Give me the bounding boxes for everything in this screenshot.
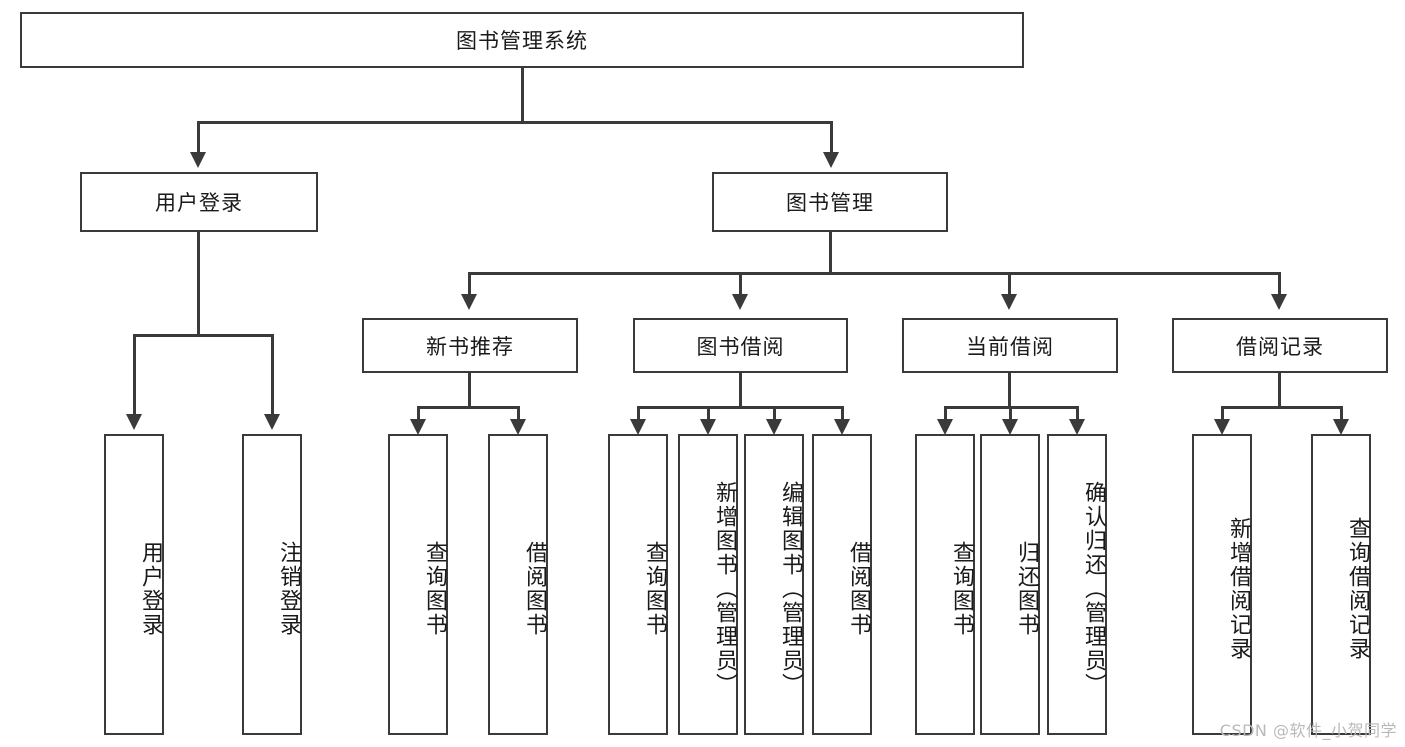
node-borrow-record[interactable]: 借阅记录 (1172, 318, 1388, 373)
node-book-borrow[interactable]: 图书借阅 (633, 318, 848, 373)
leaf-current-borrow-confirm-return[interactable]: 确认归还（管理员） (1047, 434, 1107, 735)
leaf-book-borrow-query[interactable]: 查询图书 (608, 434, 668, 735)
node-label: 新书推荐 (426, 334, 514, 359)
connector-user-login-bus (133, 334, 273, 337)
connector-borrow-record-to-leaf-2 (1340, 406, 1343, 421)
node-label: 借阅记录 (1236, 334, 1324, 359)
arrowhead-user-login-to-leaf-2 (264, 414, 280, 430)
connector-book-borrow-to-leaf-3 (773, 406, 776, 421)
connector-root-to-book-mgmt (830, 121, 833, 154)
node-label: 图书借阅 (696, 334, 785, 359)
node-label: 注销登录 (276, 540, 301, 637)
arrowhead-current-borrow-to-leaf-2 (1002, 419, 1018, 435)
connector-current-borrow-stem (1008, 373, 1011, 409)
node-label: 图书管理 (786, 191, 874, 215)
node-root-system[interactable]: 图书管理系统 (20, 12, 1024, 68)
node-label: 用户登录 (155, 191, 243, 215)
leaf-current-borrow-return[interactable]: 归还图书 (980, 434, 1040, 735)
node-label: 确认归还（管理员） (1081, 480, 1106, 697)
arrowhead-book-borrow-to-leaf-3 (766, 419, 782, 435)
node-label: 新增借阅记录 (1226, 516, 1251, 661)
node-label: 查询图书 (422, 540, 447, 637)
leaf-current-borrow-query[interactable]: 查询图书 (915, 434, 975, 735)
node-label: 借阅图书 (846, 540, 871, 637)
arrowhead-user-login-to-leaf-1 (126, 414, 142, 430)
connector-user-login-stem (197, 232, 200, 336)
connector-book-mgmt-bus (468, 272, 1280, 275)
connector-root-bus (197, 121, 832, 124)
node-label: 查询图书 (642, 540, 667, 637)
node-label: 编辑图书（管理员） (778, 480, 803, 697)
connector-new-book-to-leaf-1 (417, 406, 420, 421)
arrowhead-book-mgmt-to-new-book (461, 294, 477, 310)
leaf-book-borrow-lend[interactable]: 借阅图书 (812, 434, 872, 735)
arrowhead-current-borrow-to-leaf-1 (937, 419, 953, 435)
arrowhead-book-borrow-to-leaf-4 (834, 419, 850, 435)
arrowhead-root-to-user-login (190, 152, 206, 168)
connector-borrow-record-to-leaf-1 (1221, 406, 1224, 421)
connector-user-login-to-leaf-2 (271, 334, 274, 416)
connector-root-to-user-login (197, 121, 200, 154)
connector-borrow-record-stem (1278, 373, 1281, 409)
arrowhead-book-mgmt-to-borrow-book (732, 294, 748, 310)
node-label: 图书管理系统 (456, 29, 588, 53)
connector-new-book-bus (417, 406, 519, 409)
node-label: 新增图书（管理员） (712, 480, 737, 697)
arrowhead-new-book-to-leaf-2 (510, 419, 526, 435)
connector-current-borrow-to-leaf-2 (1009, 406, 1012, 421)
leaf-borrow-record-add[interactable]: 新增借阅记录 (1192, 434, 1252, 735)
arrowhead-book-mgmt-to-borrow-record (1271, 294, 1287, 310)
connector-current-borrow-to-leaf-3 (1076, 406, 1079, 421)
connector-book-mgmt-to-current-borrow (1008, 272, 1011, 296)
node-user-login[interactable]: 用户登录 (80, 172, 318, 232)
leaf-new-book-borrow[interactable]: 借阅图书 (488, 434, 548, 735)
node-label: 查询借阅记录 (1345, 516, 1370, 661)
connector-user-login-to-leaf-1 (133, 334, 136, 416)
leaf-new-book-query[interactable]: 查询图书 (388, 434, 448, 735)
arrowhead-new-book-to-leaf-1 (410, 419, 426, 435)
arrowhead-book-mgmt-to-current-borrow (1001, 294, 1017, 310)
node-label: 借阅图书 (522, 540, 547, 637)
connector-book-borrow-to-leaf-2 (707, 406, 710, 421)
arrowhead-borrow-record-to-leaf-2 (1333, 419, 1349, 435)
connector-book-mgmt-to-borrow-book (739, 272, 742, 296)
arrowhead-current-borrow-to-leaf-3 (1069, 419, 1085, 435)
arrowhead-book-borrow-to-leaf-2 (700, 419, 716, 435)
connector-book-borrow-stem (739, 373, 742, 409)
node-label: 当前借阅 (966, 334, 1054, 359)
arrowhead-root-to-book-mgmt (823, 152, 839, 168)
leaf-user-login-signout[interactable]: 注销登录 (242, 434, 302, 735)
connector-book-borrow-to-leaf-1 (637, 406, 640, 421)
node-book-management[interactable]: 图书管理 (712, 172, 948, 232)
connector-book-borrow-bus (637, 406, 843, 409)
leaf-book-borrow-add[interactable]: 新增图书（管理员） (678, 434, 738, 735)
arrowhead-borrow-record-to-leaf-1 (1214, 419, 1230, 435)
connector-book-borrow-to-leaf-4 (841, 406, 844, 421)
connector-borrow-record-bus (1221, 406, 1342, 409)
leaf-book-borrow-edit[interactable]: 编辑图书（管理员） (744, 434, 804, 735)
node-label: 用户登录 (138, 540, 163, 637)
node-label: 查询图书 (949, 540, 974, 637)
connector-book-mgmt-to-new-book (468, 272, 471, 296)
leaf-user-login-signin[interactable]: 用户登录 (104, 434, 164, 735)
arrowhead-book-borrow-to-leaf-1 (630, 419, 646, 435)
connector-book-mgmt-to-borrow-record (1278, 272, 1281, 296)
connector-root-stem (521, 68, 524, 122)
node-label: 归还图书 (1014, 540, 1039, 637)
leaf-borrow-record-query[interactable]: 查询借阅记录 (1311, 434, 1371, 735)
connector-new-book-to-leaf-2 (517, 406, 520, 421)
node-new-book-recommend[interactable]: 新书推荐 (362, 318, 578, 373)
connector-current-borrow-to-leaf-1 (944, 406, 947, 421)
node-current-borrow[interactable]: 当前借阅 (902, 318, 1118, 373)
connector-book-mgmt-stem (829, 232, 832, 274)
connector-new-book-stem (468, 373, 471, 409)
